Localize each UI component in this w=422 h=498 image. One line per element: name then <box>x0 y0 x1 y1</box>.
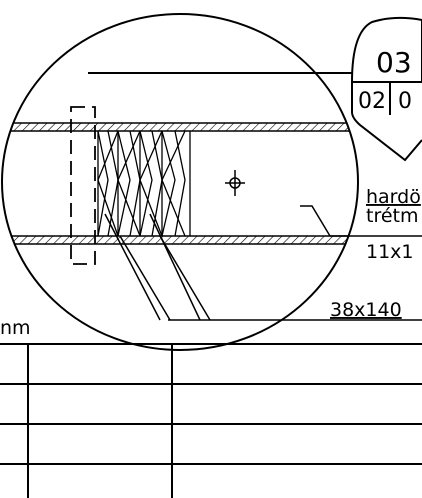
leader-diag-2 <box>104 213 161 321</box>
leader-diag-3 <box>159 235 211 321</box>
timber-size-label: 38x140 <box>330 299 402 321</box>
material-size-label: 11x1 <box>366 241 414 263</box>
insulation-pattern <box>97 130 191 237</box>
leader-material <box>300 205 331 237</box>
bubble-top-text: 03 <box>376 46 412 79</box>
material-label-line2: trétm <box>366 205 419 227</box>
leader-diag-4 <box>149 213 201 321</box>
bubble-bottom-left: 02 <box>358 89 386 114</box>
leader-diag-1 <box>119 235 171 321</box>
center-marker-icon <box>225 170 245 196</box>
detail-circle <box>1 13 359 351</box>
material-label-line1: hardö <box>366 186 421 208</box>
section-bubble <box>350 16 422 162</box>
top-board-hatch <box>2 122 358 132</box>
unit-fragment-label: nm <box>0 317 31 339</box>
table-grid <box>0 343 422 498</box>
bottom-board-hatch <box>2 235 358 245</box>
dashed-stud <box>70 106 96 265</box>
bubble-bottom-right: 0 <box>398 89 412 114</box>
